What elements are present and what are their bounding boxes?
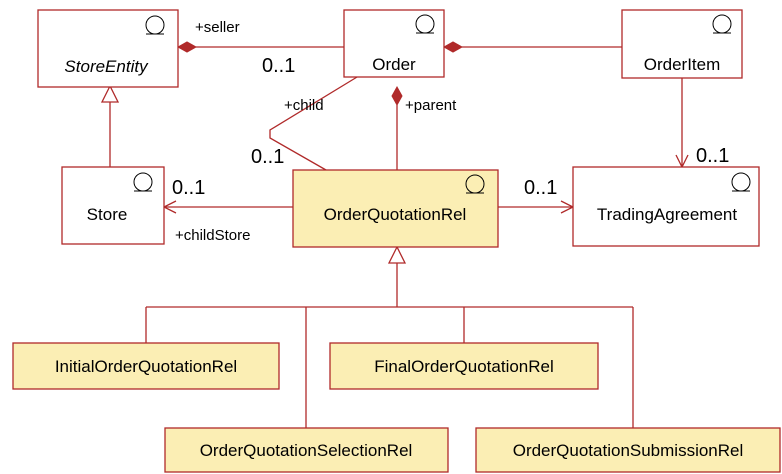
class-name-store: Store xyxy=(87,205,128,224)
order-item-composition-diamond xyxy=(442,41,464,53)
class-order[interactable]: Order xyxy=(343,9,445,78)
class-name-final-order-quotation-rel: FinalOrderQuotationRel xyxy=(374,357,554,376)
parent-composition-diamond xyxy=(391,85,403,107)
multiplicity-trading-agreement-from-rel: 0..1 xyxy=(524,177,557,199)
class-trading-agreement[interactable]: TradingAgreement xyxy=(572,166,760,247)
class-order-quotation-rel[interactable]: OrderQuotationRel xyxy=(292,169,499,248)
multiplicity-store: 0..1 xyxy=(172,177,205,199)
subclass-generalization-triangle xyxy=(387,245,407,264)
class-name-order-quotation-submission-rel: OrderQuotationSubmissionRel xyxy=(513,441,744,460)
seller-composition-diamond xyxy=(176,41,198,53)
role-parent: +parent xyxy=(405,97,457,114)
class-name-order-quotation-rel: OrderQuotationRel xyxy=(324,205,467,224)
class-initial-order-quotation-rel[interactable]: InitialOrderQuotationRel xyxy=(12,342,280,390)
class-order-item[interactable]: OrderItem xyxy=(621,9,743,79)
class-name-store-entity: StoreEntity xyxy=(64,57,149,76)
role-child-store: +childStore xyxy=(175,227,250,244)
class-order-quotation-selection-rel[interactable]: OrderQuotationSelectionRel xyxy=(164,427,449,473)
store-generalization-triangle xyxy=(100,84,120,103)
multiplicity-trading-agreement-from-item: 0..1 xyxy=(696,145,729,167)
role-child: +child xyxy=(284,97,324,114)
multiplicity-child-order: 0..1 xyxy=(251,146,284,168)
class-name-order-quotation-selection-rel: OrderQuotationSelectionRel xyxy=(200,441,413,460)
class-name-order: Order xyxy=(372,55,416,74)
class-store-entity[interactable]: StoreEntity xyxy=(37,9,179,88)
class-order-quotation-submission-rel[interactable]: OrderQuotationSubmissionRel xyxy=(475,427,781,473)
multiplicity-seller-order: 0..1 xyxy=(262,55,295,77)
child-association-line xyxy=(269,73,363,171)
class-name-initial-order-quotation-rel: InitialOrderQuotationRel xyxy=(55,357,237,376)
role-seller: +seller xyxy=(195,19,240,36)
class-store[interactable]: Store xyxy=(61,166,165,245)
class-name-trading-agreement: TradingAgreement xyxy=(597,205,737,224)
class-final-order-quotation-rel[interactable]: FinalOrderQuotationRel xyxy=(329,342,599,390)
class-name-order-item: OrderItem xyxy=(644,55,721,74)
